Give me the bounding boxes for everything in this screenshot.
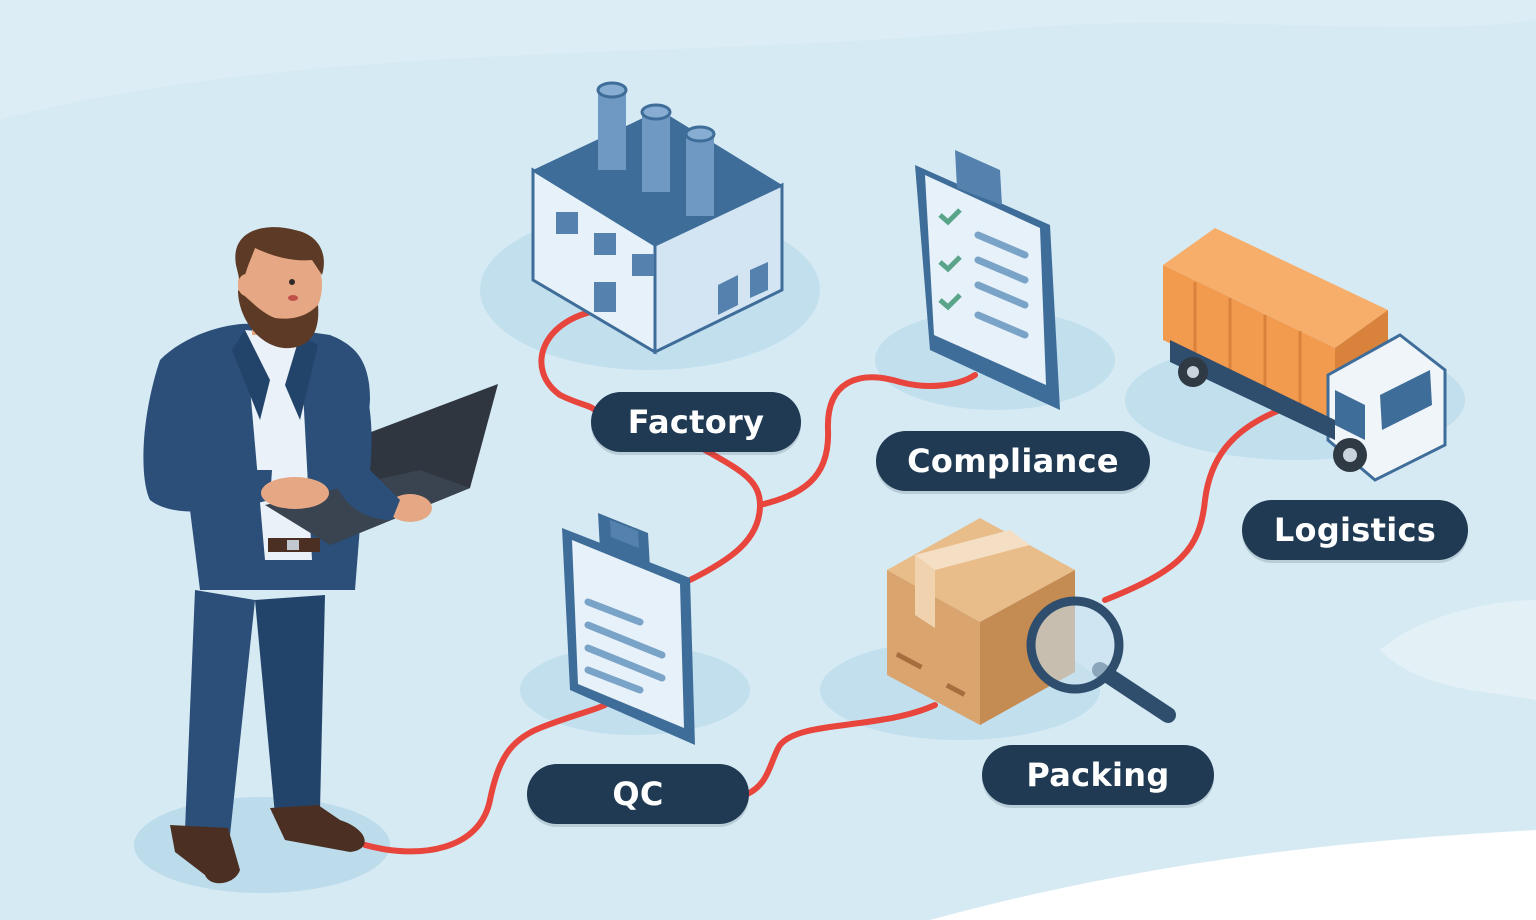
background-swirl	[0, 0, 1536, 120]
stage-label-factory: Factory	[591, 392, 801, 452]
magnifying-glass-icon	[1026, 596, 1176, 723]
delivery-truck-icon	[1163, 228, 1447, 482]
factory-icon	[531, 81, 784, 355]
stage-label-qc: QC	[527, 764, 749, 824]
compliance-checklist-icon	[915, 150, 1060, 410]
background-swirl-right	[1380, 600, 1536, 700]
stage-label-packing: Packing	[982, 745, 1214, 805]
qc-clipboard-icon	[562, 513, 695, 745]
stage-label-compliance: Compliance	[876, 431, 1150, 491]
background-swirl-bottom	[930, 830, 1536, 920]
stage-label-logistics: Logistics	[1242, 500, 1468, 560]
businessman-with-laptop-icon	[143, 227, 498, 884]
process-path	[362, 307, 1283, 855]
